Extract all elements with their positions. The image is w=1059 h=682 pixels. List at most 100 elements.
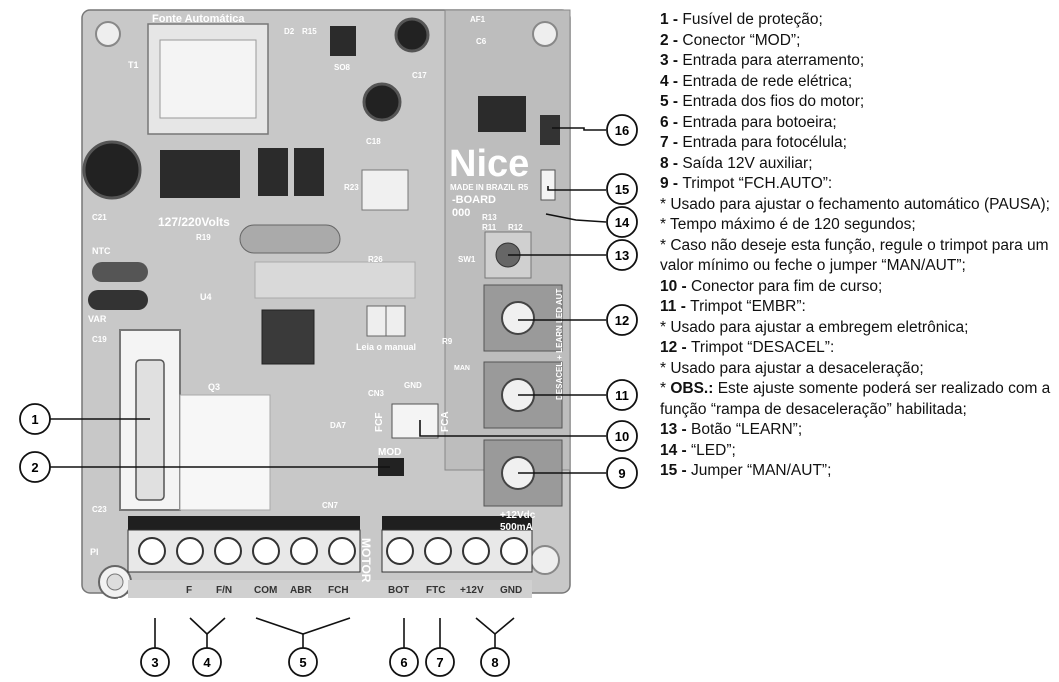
legend-item-12: 12 - Trimpot “DESACEL”: — [660, 339, 835, 356]
silk-gnd: GND — [404, 381, 422, 390]
terminal-block-left-face — [127, 529, 361, 573]
terminal-screw — [176, 537, 204, 565]
silk-r11: R11 — [482, 223, 497, 232]
chip-q7 — [294, 148, 324, 196]
legend-note-9b: * Tempo máximo é de 120 segundos; — [660, 216, 916, 233]
silk-r19: R19 — [196, 233, 211, 242]
legend-note-12: * Usado para ajustar a desaceleração; — [660, 359, 924, 377]
chip-q6 — [258, 148, 288, 196]
mod-connector — [378, 458, 404, 476]
terminal-label-strip — [128, 580, 532, 598]
transformer-core — [159, 39, 257, 119]
svg-text:11: 11 — [615, 388, 629, 403]
terminal-label-f: F — [186, 585, 192, 596]
silk-so8: SO8 — [334, 63, 351, 72]
callout-12: 12 — [606, 304, 638, 336]
silk-r5: R5 — [518, 183, 529, 192]
silk-side-strip: DESACEL + LEARN LED AUT — [555, 289, 564, 400]
jumper-15 — [540, 169, 556, 201]
callout-3: 3 — [140, 647, 170, 677]
silk-pi: PI — [90, 547, 99, 557]
legend-item-14: 14 - “LED”; — [660, 441, 736, 459]
silk-q3: Q3 — [208, 382, 220, 392]
svg-text:4: 4 — [203, 655, 211, 670]
svg-text:8: 8 — [491, 655, 498, 670]
svg-text:5: 5 — [299, 655, 306, 670]
callout-6: 6 — [389, 647, 419, 677]
legend-item-8: 8 - Saída 12V auxiliar; — [660, 154, 813, 172]
silk-leia: Leia o manual — [356, 342, 416, 352]
svg-text:16: 16 — [615, 123, 629, 138]
svg-text:3: 3 — [151, 655, 158, 670]
legend-item-4: 4 - Entrada de rede elétrica; — [660, 72, 853, 90]
callout-13: 13 — [606, 239, 638, 271]
silk-mod: MOD — [378, 447, 401, 458]
svg-text:15: 15 — [615, 182, 629, 197]
terminal-screw — [252, 537, 280, 565]
callout-4: 4 — [192, 647, 222, 677]
terminal-screw — [290, 537, 318, 565]
brand-logo: Nice — [449, 143, 529, 185]
silk-r9: R9 — [442, 337, 453, 346]
terminal-screw — [328, 537, 356, 565]
legend: 1 - Fusível de proteção; 2 - Conector “M… — [660, 10, 1056, 482]
mount-hole — [95, 21, 121, 47]
terminal-label-abr: ABR — [290, 585, 312, 596]
silk-fcf: FCF — [374, 413, 385, 432]
silk-d2: D2 — [284, 27, 295, 36]
white-block — [179, 394, 271, 511]
silk-cn7: CN7 — [322, 501, 339, 510]
svg-text:6: 6 — [400, 655, 407, 670]
silk-voltage: 127/220Volts — [158, 215, 230, 229]
svg-text:9: 9 — [618, 466, 625, 481]
oval-component — [239, 224, 341, 254]
callout-10: 10 — [606, 420, 638, 452]
leader-14 — [545, 213, 607, 223]
callout-11: 11 — [606, 379, 638, 411]
varistor — [88, 290, 148, 310]
leader-4 — [189, 617, 226, 636]
legend-item-7: 7 - Entrada para fotocélula; — [660, 134, 847, 151]
legend-item-11: 11 - Trimpot “EMBR”: — [660, 298, 806, 315]
silk-r23: R23 — [344, 183, 359, 192]
legend-item-3: 3 - Entrada para aterramento; — [660, 52, 865, 69]
silk-twelve-vdc: +12Vdc — [500, 510, 536, 521]
silk-ma: 500mA — [500, 522, 533, 533]
silk-motor: MOTOR — [359, 538, 373, 583]
legend-item-6: 6 - Entrada para botoeira; — [660, 113, 837, 131]
legend-item-1: 1 - Fusível de proteção; — [660, 11, 823, 28]
capacitor-c17 — [394, 17, 430, 53]
silk-da7: DA7 — [330, 421, 347, 430]
terminal-screw — [424, 537, 452, 565]
svg-text:14: 14 — [615, 215, 630, 230]
chip-mcu — [478, 96, 526, 132]
callout-2: 2 — [19, 451, 51, 483]
silk-c21: C21 — [92, 213, 107, 222]
callout-1: 1 — [19, 403, 51, 435]
silk-u4: U4 — [200, 292, 212, 302]
callout-9: 9 — [606, 457, 638, 489]
callout-16: 16 — [606, 114, 638, 146]
silk-sw1: SW1 — [458, 255, 476, 264]
chip-so8 — [330, 26, 356, 56]
chip-q3 — [261, 309, 315, 365]
legend-item-15: 15 - Jumper “MAN/AUT”; — [660, 462, 832, 479]
legend-item-5: 5 - Entrada dos fios do motor; — [660, 93, 865, 110]
legend-obs: * OBS.: Este ajuste somente poderá ser r… — [660, 380, 1051, 418]
svg-text:12: 12 — [615, 313, 629, 328]
terminal-screw — [214, 537, 242, 565]
silk-board-name: -BOARD — [452, 194, 496, 206]
capacitor-c18 — [362, 82, 402, 122]
silk-man: MAN — [454, 365, 470, 372]
legend-note-9a: * Usado para ajustar o fechamento automá… — [660, 195, 1050, 213]
terminal-screw — [462, 537, 490, 565]
silk-r15: R15 — [302, 27, 317, 36]
svg-text:13: 13 — [615, 248, 629, 263]
earth-screw-inner — [106, 573, 124, 591]
heatsink — [254, 261, 416, 299]
callout-14: 14 — [606, 206, 638, 238]
silk-made-in: MADE IN BRAZIL — [450, 183, 515, 192]
legend-item-2: 2 - Conector “MOD”; — [660, 31, 801, 49]
callout-8: 8 — [480, 647, 510, 677]
silk-t1: T1 — [128, 60, 139, 70]
